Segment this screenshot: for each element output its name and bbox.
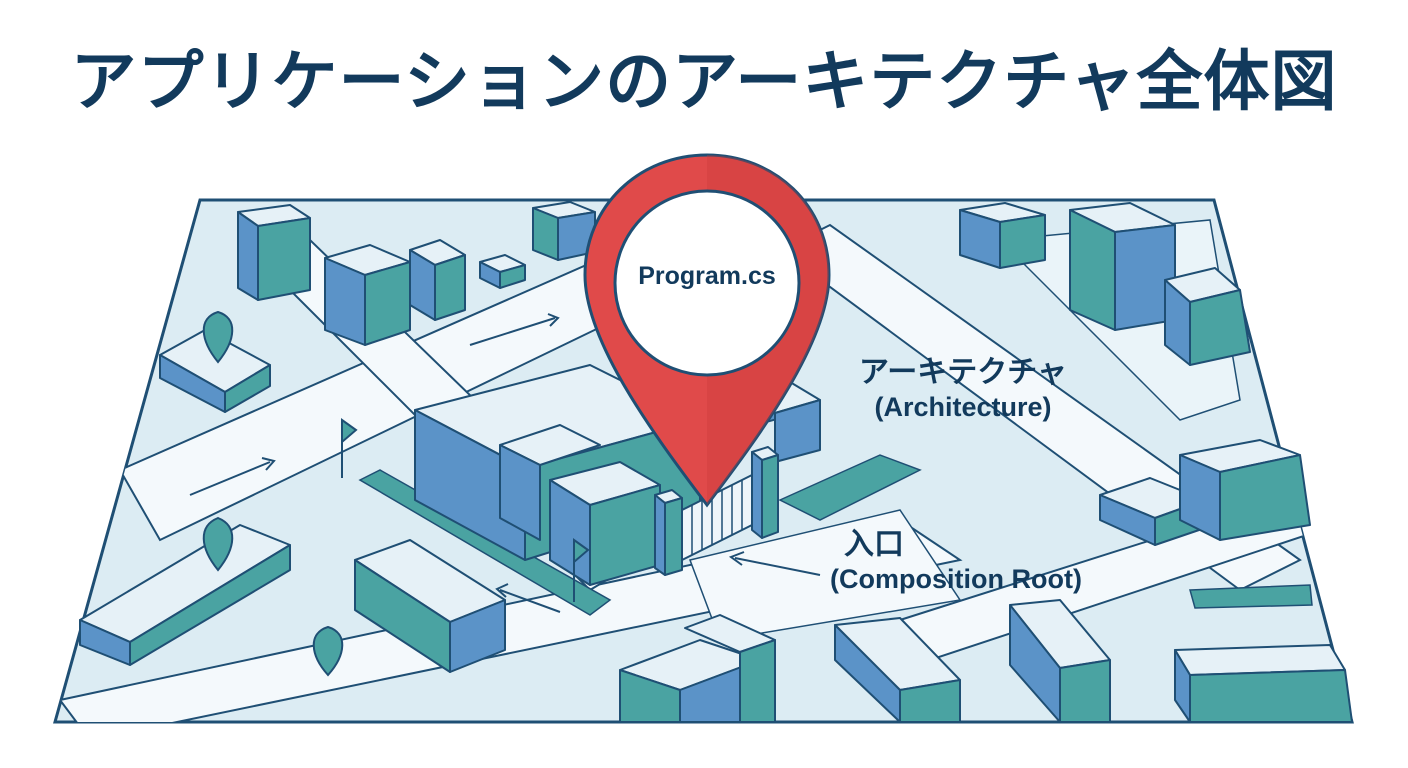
building-tl-3 (409, 239, 466, 321)
arrow-upper-head (547, 313, 560, 327)
building-tr-1 (959, 202, 1046, 269)
page-title: アプリケーションのアーキテクチャ全体図 (70, 43, 1338, 120)
buildings (79, 201, 1353, 723)
building-tl-4 (479, 254, 526, 289)
arrow-left (189, 461, 271, 496)
architecture-label: アーキテクチャ (Architecture) (838, 356, 1088, 423)
building-right-tall (1179, 439, 1311, 541)
entrance-gate (654, 446, 779, 576)
building-bottom-4 (1009, 599, 1111, 723)
strip-far-right (1189, 584, 1313, 609)
small-pin-icon (202, 310, 234, 364)
arrow-entrance-head (728, 551, 745, 566)
building-lower-left (354, 539, 506, 673)
building-tl-1 (237, 204, 311, 301)
entrance-label-en: (Composition Root) (830, 564, 1082, 594)
arrow-left-head (261, 457, 276, 471)
small-pins (202, 310, 590, 677)
building-tr-3 (1164, 267, 1251, 366)
location-pin-icon (583, 153, 831, 508)
entrance-label-ja: 入口 (844, 527, 904, 562)
plaza (688, 509, 962, 641)
small-pin-icon (312, 625, 344, 677)
street-arrows (189, 313, 821, 613)
strip-right (778, 454, 922, 521)
architecture-label-ja: アーキテクチャ (859, 355, 1067, 390)
small-pin-icon (202, 516, 234, 572)
pin-label: Program.cs (638, 262, 776, 290)
building-bottom-right (1174, 644, 1353, 723)
arrow-bottom-head (495, 583, 509, 598)
building-tl-2 (324, 244, 411, 346)
architecture-label-en: (Architecture) (874, 392, 1052, 422)
flag-icon (341, 418, 358, 478)
entrance-label: 入口 (Composition Root) (830, 528, 1160, 595)
arrow-bottom (499, 589, 561, 613)
flag-icon (573, 538, 590, 602)
arrow-upper (469, 317, 556, 346)
building-top-mid (532, 201, 596, 261)
building-left-low (159, 329, 271, 413)
building-bottom-2 (684, 614, 776, 723)
building-bottom-3 (834, 617, 961, 723)
building-tr-2 (1069, 202, 1176, 331)
arrow-entrance (734, 557, 821, 576)
strip-left (358, 469, 612, 616)
building-left-long (79, 524, 291, 666)
